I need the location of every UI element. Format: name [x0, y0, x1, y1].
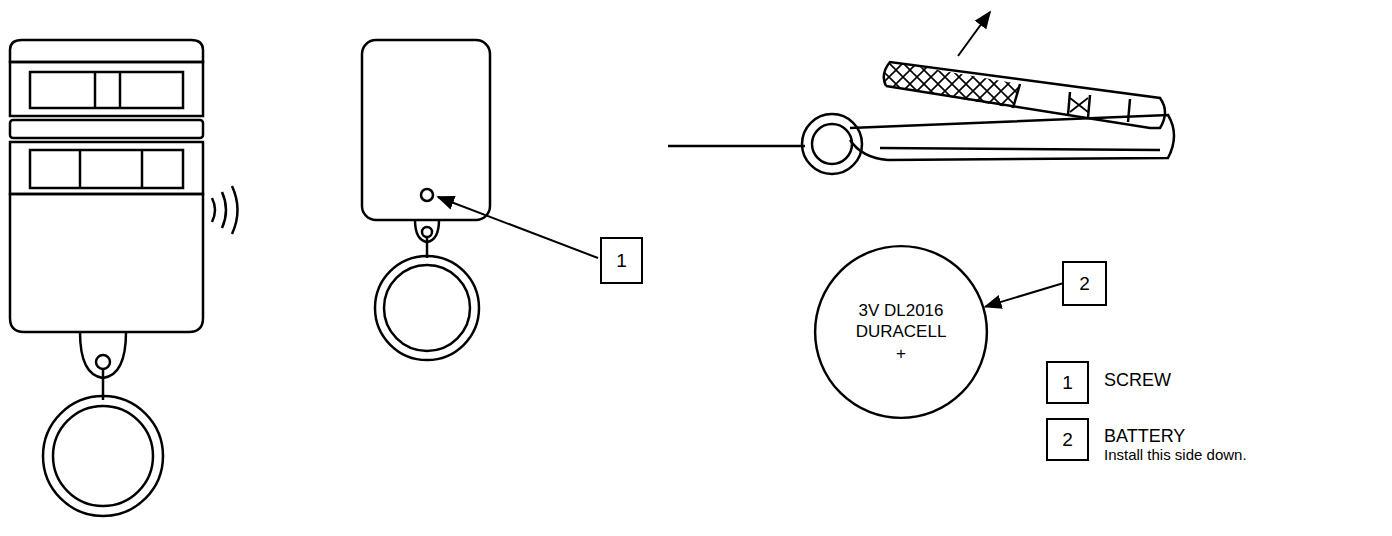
part-label: BATTERY [1104, 426, 1185, 447]
key-fob-back [362, 40, 490, 360]
leader-line [438, 197, 598, 258]
callout-box: 2 [1062, 261, 1107, 306]
open-arrow [958, 12, 990, 56]
callout-number: 1 [616, 250, 627, 272]
leader-arrow [985, 284, 1062, 307]
battery-marking: + [896, 343, 906, 364]
callout-number: 1 [1062, 372, 1073, 394]
part-label: SCREW [1104, 370, 1171, 391]
callout-box: 1 [600, 237, 643, 284]
key-fob-open [668, 55, 1174, 174]
key-fob-front [10, 40, 238, 516]
legend-callout-box: 1 [1046, 361, 1089, 404]
part-label: Install this side down. [1104, 446, 1247, 463]
battery-circle: 3V DL2016 DURACELL+ [813, 244, 989, 420]
legend-callout-box: 2 [1046, 418, 1089, 461]
callout-number: 2 [1062, 429, 1073, 451]
callout-number: 2 [1079, 273, 1090, 295]
battery-marking: 3V DL2016 DURACELL [846, 300, 956, 343]
